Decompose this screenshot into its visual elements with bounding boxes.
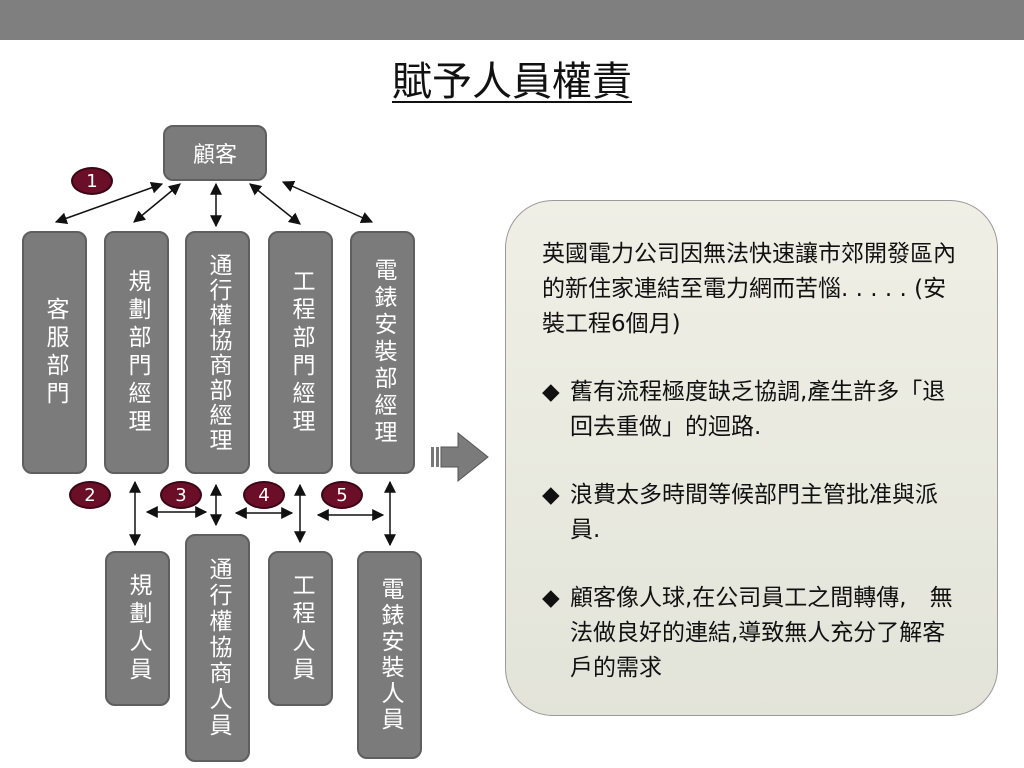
info-panel: 英國電力公司因無法快速讓市郊開發區內的新住家連結至電力網而苦惱. . . . .… bbox=[505, 200, 998, 716]
marker-1: 1 bbox=[71, 167, 113, 195]
staff-label-engineering: 工程人員 bbox=[288, 572, 314, 685]
marker-5: 5 bbox=[321, 481, 363, 509]
manager-box-rightofway: 通行權協商部經理 bbox=[185, 231, 250, 474]
diamond-bullet-icon: ◆ bbox=[542, 585, 560, 611]
staff-box-engineering: 工程人員 bbox=[268, 551, 333, 706]
manager-box-engineering: 工程部門經理 bbox=[268, 231, 333, 474]
arrow-customer-planning bbox=[133, 183, 181, 223]
staff-box-rightofway: 通行權協商人員 bbox=[185, 534, 250, 762]
marker-2: 2 bbox=[69, 481, 111, 509]
slide-title: 賦予人員權責 bbox=[0, 58, 1024, 106]
customer-box: 顧客 bbox=[163, 125, 267, 181]
staff-label-rightofway: 通行權協商人員 bbox=[205, 557, 231, 739]
staff-box-planning: 規劃人員 bbox=[105, 551, 170, 706]
customer-label: 顧客 bbox=[192, 143, 237, 168]
top-bar bbox=[0, 0, 1024, 40]
manager-label-engineering: 工程部門經理 bbox=[288, 268, 314, 437]
diamond-bullet-icon: ◆ bbox=[542, 482, 560, 508]
marker-3: 3 bbox=[160, 481, 202, 509]
arrow-customer-meter bbox=[281, 180, 374, 224]
staff-box-meter: 電錶安裝人員 bbox=[357, 551, 422, 759]
panel-intro: 英國電力公司因無法快速讓市郊開發區內的新住家連結至電力網而苦惱. . . . .… bbox=[542, 241, 956, 337]
panel-bullet-3: ◆ 顧客像人球,在公司員工之間轉傳, 無法做良好的連結,導致無人充分了解客戶的需… bbox=[542, 581, 961, 686]
staff-label-planning: 規劃人員 bbox=[125, 572, 151, 685]
panel-bullet-1: ◆ 舊有流程極度缺乏協調,產生許多「退回去重做」的迴路. bbox=[542, 375, 961, 445]
arrow-customer-engineering bbox=[249, 183, 301, 225]
arrow-customer-service bbox=[54, 181, 164, 225]
panel-bullet-text-3: 顧客像人球,在公司員工之間轉傳, 無法做良好的連結,導致無人充分了解客戶的需求 bbox=[570, 585, 953, 681]
diamond-bullet-icon: ◆ bbox=[542, 379, 560, 405]
manager-box-service: 客服部門 bbox=[22, 231, 87, 474]
panel-bullet-2: ◆ 浪費太多時間等候部門主管批准與派員. bbox=[542, 478, 961, 548]
block-arrow-right bbox=[431, 431, 489, 483]
manager-box-meter: 電錶安裝部經理 bbox=[350, 231, 415, 474]
manager-label-service: 客服部門 bbox=[42, 296, 68, 409]
slide-title-text: 賦予人員權責 bbox=[392, 59, 632, 105]
panel-bullet-text-1: 舊有流程極度缺乏協調,產生許多「退回去重做」的迴路. bbox=[570, 379, 946, 440]
marker-4: 4 bbox=[243, 481, 285, 509]
panel-bullet-text-2: 浪費太多時間等候部門主管批准與派員. bbox=[570, 482, 938, 543]
manager-label-planning: 規劃部門經理 bbox=[124, 268, 150, 437]
manager-label-meter: 電錶安裝部經理 bbox=[370, 258, 396, 447]
manager-box-planning: 規劃部門經理 bbox=[104, 231, 169, 474]
staff-label-meter: 電錶安裝人員 bbox=[377, 577, 403, 733]
manager-label-rightofway: 通行權協商部經理 bbox=[205, 252, 231, 453]
